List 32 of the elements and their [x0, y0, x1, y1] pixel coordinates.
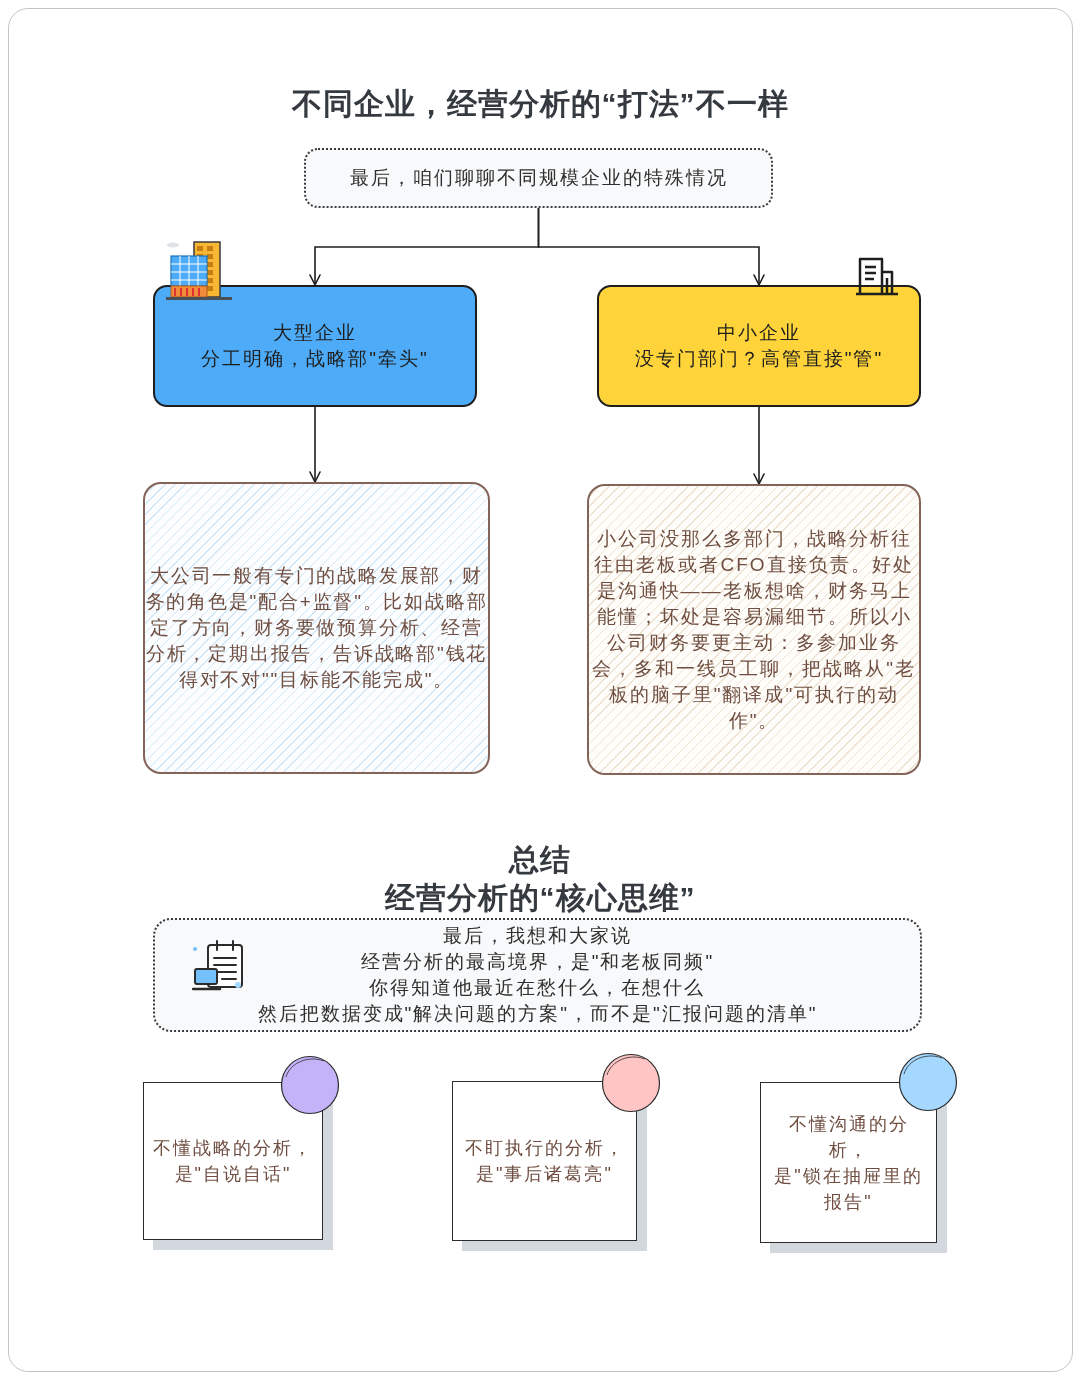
summary-line: 经营分析的最高境界，是"和老板同频" [360, 950, 715, 974]
note-text: 是"事后诸葛亮" [476, 1163, 613, 1186]
dotted-summary-box [153, 918, 922, 1032]
title: 不同企业，经营分析的“打法”不一样 [291, 86, 789, 122]
summary-line: 然后把数据变成"解决问题的方案"，而不是"汇报问题的清单" [257, 1002, 818, 1026]
note-text: 不懂战略的分析， [153, 1137, 313, 1160]
arrow [537, 207, 765, 286]
sticky-note [760, 1082, 937, 1243]
description-box [587, 484, 921, 775]
sticky-note [452, 1081, 637, 1241]
section-heading: 总结 [509, 842, 571, 878]
box-text: 分工明确，战略部"牵头" [201, 347, 429, 371]
category-box [153, 285, 477, 407]
arrow [309, 406, 321, 483]
arrow [753, 406, 765, 485]
summary-line: 最后，我想和大家说 [443, 924, 632, 948]
category-box [597, 285, 921, 407]
description-text: 小公司没那么多部门，战略分析往往由老板或者CFO直接负责。好处是沟通快——老板想啥，财务马上能懂；坏处是容易漏细节。所以小公司财务要更主动：多参加业务会，多和一线员工聊，把战略从"老板的脑子里"翻译成"可执行的动作"。 [591, 526, 917, 733]
dotted-callout-box [304, 148, 773, 208]
section-heading: 经营分析的“核心思维” [384, 880, 696, 916]
summary-line: 你得知道他最近在愁什么，在想什么 [369, 976, 706, 1000]
box-text: 没专门部门？高管直接"管" [634, 347, 884, 371]
description-text: 大公司一般有专门的战略发展部，财务的角色是"配合+监督"。比如战略部定了方向，财务要做预算分析、经营分析，定期出报告，告诉战略部"钱花得对不对""目标能不能完成"。 [145, 564, 488, 692]
note-text: 不盯执行的分析， [464, 1137, 625, 1160]
sticky-note [143, 1082, 323, 1240]
description-box [143, 482, 490, 774]
box-title: 中小企业 [717, 321, 801, 345]
callout-text: 最后，咱们聊聊不同规模企业的特殊情况 [349, 166, 728, 190]
note-text: 不懂沟通的分析， [787, 1112, 910, 1162]
note-text: 是"自说自话" [174, 1163, 292, 1186]
box-title: 大型企业 [273, 321, 357, 345]
note-text: 是"锁在抽屉里的报告" [773, 1164, 924, 1214]
